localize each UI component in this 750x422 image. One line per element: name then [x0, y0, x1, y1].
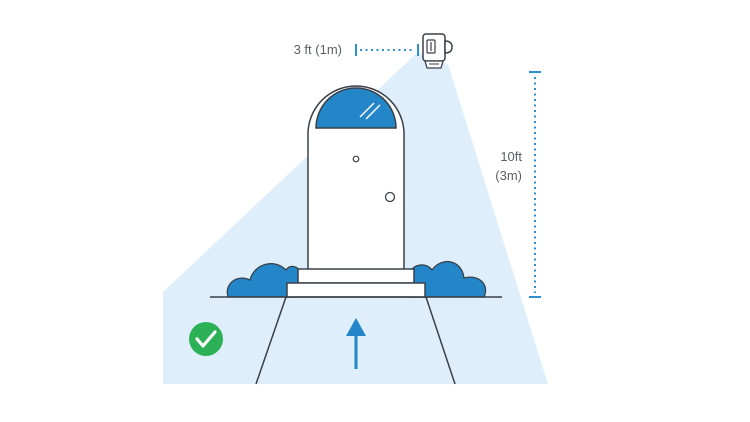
front-door — [308, 86, 404, 270]
check-circle-icon — [189, 322, 223, 356]
mount-height-dimension — [529, 72, 541, 297]
security-camera-icon — [423, 34, 452, 68]
horizontal-offset-dimension — [356, 44, 418, 56]
mount-height-label-line2: (3m) — [495, 168, 522, 183]
upper-step — [298, 269, 414, 283]
door-peephole — [353, 156, 359, 162]
door-knob — [386, 193, 395, 202]
lower-step — [287, 283, 425, 297]
horizontal-offset-label: 3 ft (1m) — [294, 42, 342, 57]
mount-height-label-line1: 10ft — [500, 149, 522, 164]
